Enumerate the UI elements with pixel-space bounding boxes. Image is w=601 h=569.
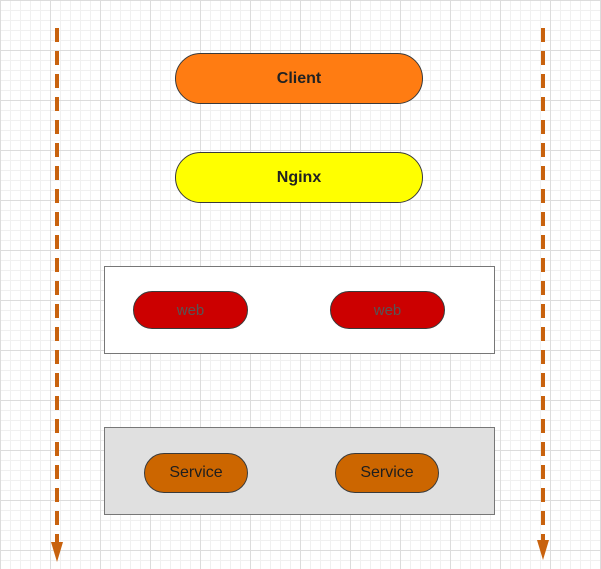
nginx-node: Nginx xyxy=(175,152,423,203)
service-label: Service xyxy=(360,464,414,481)
nginx-label: Nginx xyxy=(276,168,322,186)
service-node: Service xyxy=(335,453,439,493)
web-node: web xyxy=(330,291,445,329)
client-node: Client xyxy=(175,53,423,104)
web-label: web xyxy=(176,301,205,319)
service-label: Service xyxy=(169,464,223,481)
web-label: web xyxy=(373,301,402,319)
right-flow-arrow-head xyxy=(537,540,549,560)
client-label: Client xyxy=(276,69,322,87)
left-flow-arrow-head xyxy=(51,542,63,562)
service-node: Service xyxy=(144,453,248,493)
web-node: web xyxy=(133,291,248,329)
